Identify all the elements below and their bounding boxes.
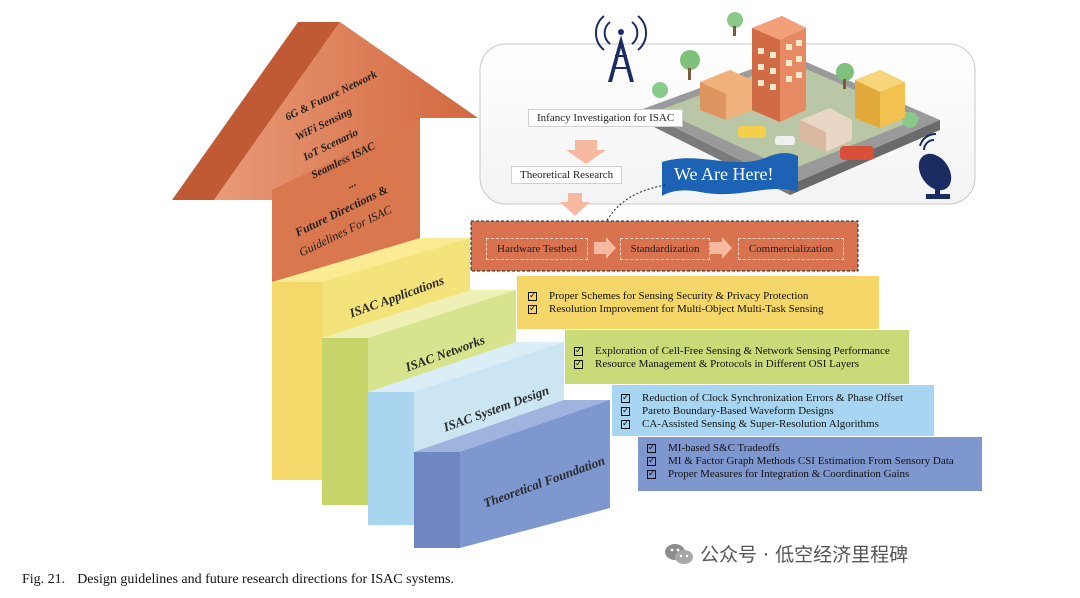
- hardware-testbed-item: Hardware Testbed: [486, 238, 588, 260]
- figure-number: Fig. 21.: [22, 572, 66, 587]
- list-item: ✓Pareto Boundary-Based Waveform Designs: [621, 405, 834, 417]
- watermark: 公众号 · 低空经济里程碑: [664, 540, 908, 567]
- standardization-item: Standardization: [620, 238, 710, 260]
- system-panel-bg: [612, 385, 934, 436]
- wechat-icon: [665, 544, 693, 564]
- progress-arrow-1: [566, 140, 606, 164]
- list-item: ✓Proper Measures for Integration & Coord…: [647, 468, 910, 480]
- foundation-panel-bg: [638, 437, 982, 491]
- applications-panel: ✓Proper Schemes for Sensing Security & P…: [528, 290, 824, 316]
- figure-caption: Fig. 21. Design guidelines and future res…: [22, 572, 454, 588]
- checkbox-icon: ✓: [621, 419, 630, 429]
- checkbox-icon: ✓: [647, 456, 656, 466]
- checkbox-icon: ✓: [647, 469, 656, 479]
- we-are-here-text: We Are Here!: [674, 164, 774, 184]
- networks-panel-bg: [565, 330, 909, 384]
- checkbox-icon: ✓: [528, 291, 537, 301]
- infancy-label: Infancy Investigation for ISAC: [528, 109, 684, 127]
- checkbox-icon: ✓: [574, 346, 583, 356]
- staircase: [272, 238, 610, 548]
- theoretical-research-label: Theoretical Research: [511, 166, 623, 184]
- foundation-panel: ✓MI-based S&C Tradeoffs ✓MI & Factor Gra…: [647, 442, 954, 481]
- list-item: ✓Exploration of Cell-Free Sensing & Netw…: [574, 345, 890, 357]
- networks-panel: ✓Exploration of Cell-Free Sensing & Netw…: [574, 345, 890, 371]
- cell-tower-icon: [594, 15, 648, 82]
- list-item: ✓CA-Assisted Sensing & Super-Resolution …: [621, 418, 879, 430]
- satellite-dish-icon: [918, 132, 952, 199]
- list-item: ✓Resolution Improvement for Multi-Object…: [528, 303, 824, 315]
- checkbox-icon: ✓: [647, 443, 656, 453]
- figure-caption-text: Design guidelines and future research di…: [77, 572, 454, 587]
- applications-panel-bg: [517, 276, 879, 329]
- we-are-here-banner: [662, 153, 798, 196]
- system-design-panel: ✓Reduction of Clock Synchronization Erro…: [621, 392, 903, 431]
- list-item: ✓MI-based S&C Tradeoffs: [647, 442, 780, 454]
- checkbox-icon: ✓: [621, 393, 630, 403]
- list-item: ✓MI & Factor Graph Methods CSI Estimatio…: [647, 455, 954, 467]
- checkbox-icon: ✓: [574, 359, 583, 369]
- checkbox-icon: ✓: [621, 406, 630, 416]
- progress-arrow-2: [560, 193, 590, 216]
- commercialization-item: Commercialization: [738, 238, 844, 260]
- list-item: ✓Resource Management & Protocols in Diff…: [574, 358, 860, 370]
- list-item: ✓Reduction of Clock Synchronization Erro…: [621, 392, 903, 404]
- list-item: ✓Proper Schemes for Sensing Security & P…: [528, 290, 809, 302]
- checkbox-icon: ✓: [528, 304, 537, 314]
- city-illustration: [640, 12, 940, 195]
